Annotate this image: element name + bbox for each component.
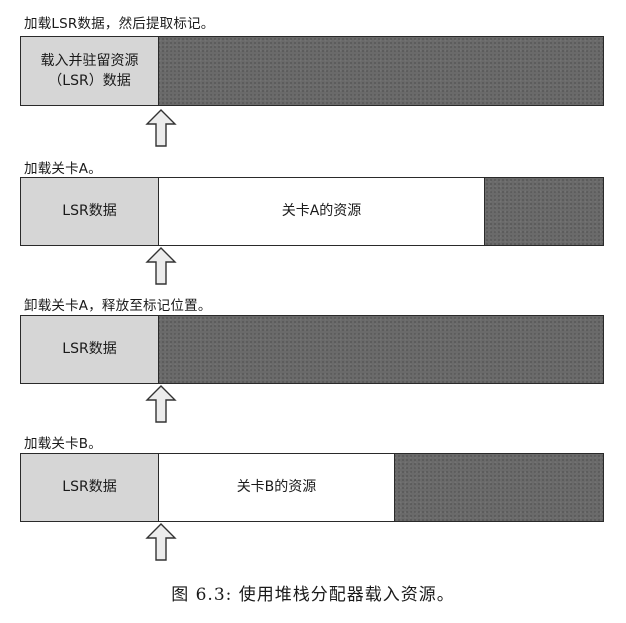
lsr-segment: LSR数据 xyxy=(21,316,159,383)
step-3-label: 卸载关卡A，释放至标记位置。 xyxy=(24,298,212,314)
level-a-segment: 关卡A的资源 xyxy=(159,178,485,245)
level-b-segment: 关卡B的资源 xyxy=(159,454,395,521)
lsr-segment: 载入并驻留资源（LSR）数据 xyxy=(21,37,159,105)
step-2-label: 加载关卡A。 xyxy=(24,161,102,177)
figure-caption: 图 6.3: 使用堆栈分配器载入资源。 xyxy=(171,585,455,605)
up-arrow-icon xyxy=(145,247,177,285)
step-1-memory-bar: 载入并驻留资源（LSR）数据 xyxy=(20,36,604,106)
step-4-label: 加载关卡B。 xyxy=(24,436,102,452)
step-1-label: 加载LSR数据，然后提取标记。 xyxy=(24,16,215,32)
up-arrow-icon xyxy=(145,109,177,147)
lsr-segment: LSR数据 xyxy=(21,178,159,245)
step-3-memory-bar: LSR数据 xyxy=(20,315,604,384)
up-arrow-icon xyxy=(145,385,177,423)
step-2-memory-bar: LSR数据 关卡A的资源 xyxy=(20,177,604,246)
lsr-segment: LSR数据 xyxy=(21,454,159,521)
up-arrow-icon xyxy=(145,523,177,561)
step-4-memory-bar: LSR数据 关卡B的资源 xyxy=(20,453,604,522)
